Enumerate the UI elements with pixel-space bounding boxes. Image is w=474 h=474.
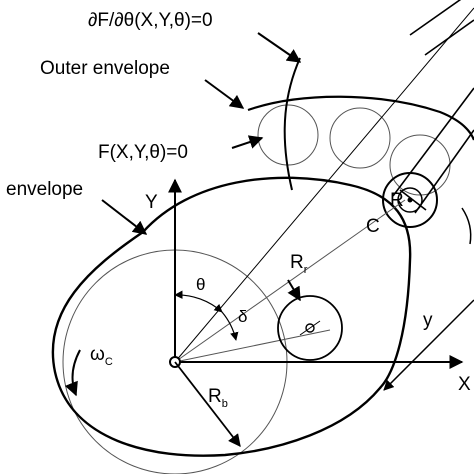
leader-outer-envelope [204,79,245,109]
follower-arm-line [409,0,462,36]
line-to-roller [174,199,406,363]
omega-rotation-arrow [64,349,81,397]
cam-profile-envelope [51,176,412,457]
leader-Rr [287,279,301,302]
follower-arm-line [392,87,474,197]
rotated-axis-x [174,7,474,363]
roller-family-circle [329,107,391,169]
line-to-cam-roller [174,329,331,363]
follower-roller-inner [397,187,423,213]
label-axis-Y: Y [145,192,158,213]
label-derivative-eq: ∂F/∂θ(X,Y,θ)=0 [88,10,213,31]
leader-derivative-eq [257,32,302,63]
cam-roller-cross [299,320,321,336]
theta-arc [174,290,223,313]
roller-family-circle [389,134,451,196]
label-outer-envelope: Outer envelope [40,58,170,79]
leader-family-eq [231,135,264,149]
label-envelope: envelope [6,179,83,200]
label-follower-R: R [390,190,404,211]
label-axis-X: X [458,374,471,395]
label-Rb: Rb [208,386,228,410]
leader-envelope [101,199,148,235]
label-axis-y: y [423,310,433,331]
label-omega: ωC [90,344,113,368]
follower-roller-center [407,197,413,203]
follower-pivot-arc [461,207,472,245]
follower-arm-end-line [399,189,427,211]
characteristic-curve [283,57,301,191]
follower-roller [382,172,438,228]
label-Rr: Rr [290,252,308,276]
rotated-axis-y [383,299,474,391]
label-family-eq: F(X,Y,θ)=0 [98,142,188,163]
Rb-radius-line [174,361,241,447]
cam-roller-center [305,323,315,333]
outer-envelope-curve [247,95,474,141]
cam-roller [277,295,343,361]
roller-family-circle [257,104,319,166]
label-point-C: C [366,216,380,237]
label-theta: θ [196,275,205,294]
follower-arm-line [414,129,474,214]
delta-arc [221,311,239,341]
label-delta: δ [238,307,247,326]
